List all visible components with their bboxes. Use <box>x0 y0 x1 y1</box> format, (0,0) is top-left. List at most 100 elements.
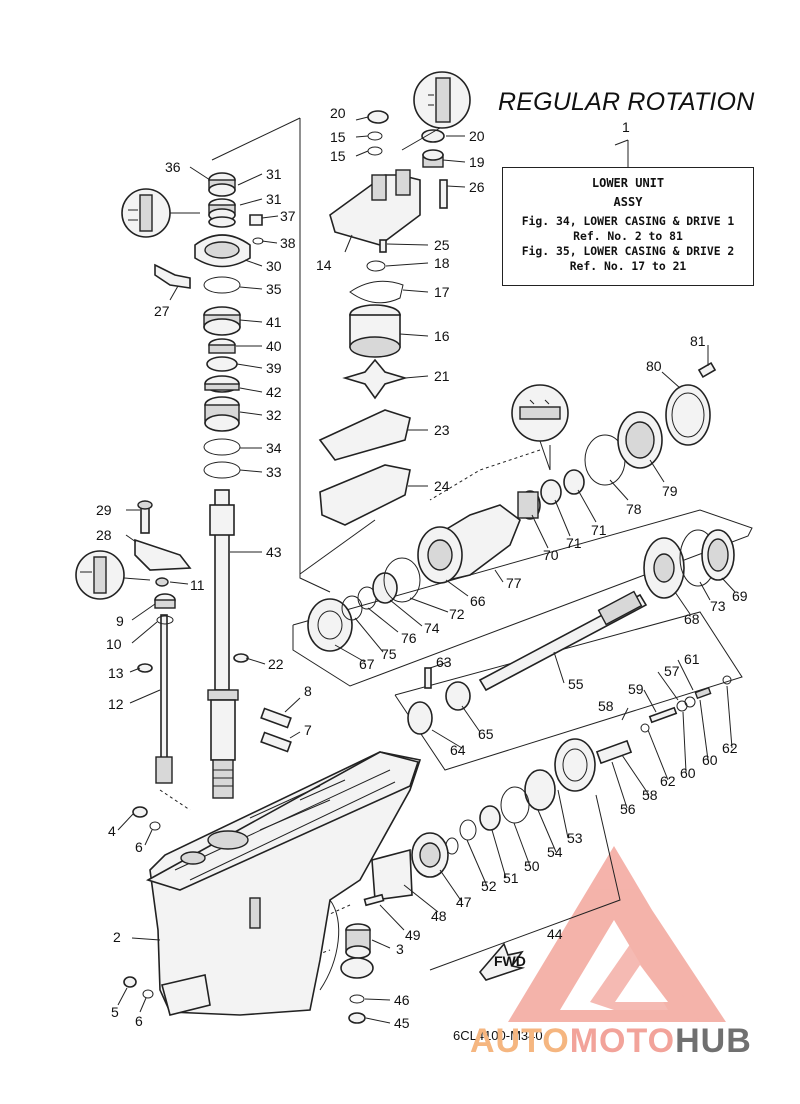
part-label: 41 <box>266 314 282 330</box>
part-label: 26 <box>469 179 485 195</box>
part-label: 31 <box>266 166 282 182</box>
shift-rod <box>155 614 173 784</box>
part-label: 44 <box>547 926 563 942</box>
part-label: 66 <box>470 593 486 609</box>
reference-box: LOWER UNIT ASSY Fig. 34, LOWER CASING & … <box>502 167 754 286</box>
part-label: 17 <box>434 284 450 300</box>
part-label: 25 <box>434 237 450 253</box>
part-label: 77 <box>506 575 522 591</box>
part-label: 3 <box>396 941 404 957</box>
part-label: 35 <box>266 281 282 297</box>
part-label: 6 <box>135 839 143 855</box>
part-label: 33 <box>266 464 282 480</box>
part-label: 69 <box>732 588 748 604</box>
page-title: REGULAR ROTATION <box>498 88 755 116</box>
watermark-text: AUTOMOTOHUB <box>470 1022 752 1061</box>
part-label: 13 <box>108 665 124 681</box>
part-label: 58 <box>598 698 614 714</box>
part-label: 10 <box>106 636 122 652</box>
part-label: 65 <box>478 726 494 742</box>
reference-number: 1 <box>622 119 630 135</box>
part-label: 32 <box>266 407 282 423</box>
watermark-part: MOTO <box>569 1022 676 1060</box>
part-label: 7 <box>304 722 312 738</box>
part-label: 27 <box>154 303 170 319</box>
watermark-triangle-logo <box>508 846 726 1022</box>
part-label: 46 <box>394 992 410 1008</box>
part-label: 73 <box>710 598 726 614</box>
part-label: 30 <box>266 258 282 274</box>
part-label: 51 <box>503 870 519 886</box>
part-number-labels: 2 3 4 5 6 6 7 8 9 10 11 12 13 14 15 15 1… <box>96 105 748 1031</box>
reference-line: Fig. 34, LOWER CASING & DRIVE 1 <box>521 214 735 228</box>
part-label: 47 <box>456 894 472 910</box>
diagram-code: 6CL4100-M340 <box>453 1028 543 1043</box>
part-label: 29 <box>96 502 112 518</box>
part-label: 4 <box>108 823 116 839</box>
part-label: 38 <box>280 235 296 251</box>
propeller-shaft-assembly <box>307 361 735 1024</box>
part-label: 75 <box>381 646 397 662</box>
drive-shaft-stack <box>194 172 251 479</box>
part-label: 49 <box>405 927 421 943</box>
part-label: 60 <box>680 765 696 781</box>
part-label: 34 <box>266 440 282 456</box>
part-label: 79 <box>662 483 678 499</box>
part-label: 18 <box>434 255 450 271</box>
part-label: 57 <box>664 663 680 679</box>
part-label: 19 <box>469 154 485 170</box>
part-label: 64 <box>450 742 466 758</box>
part-label: 53 <box>567 830 583 846</box>
part-label: 71 <box>566 535 582 551</box>
part-label: 6 <box>135 1013 143 1029</box>
part-label: 74 <box>424 620 440 636</box>
part-label: 48 <box>431 908 447 924</box>
reference-line: Ref. No. 17 to 21 <box>569 259 687 273</box>
part-label: 31 <box>266 191 282 207</box>
part-label: 58 <box>642 787 658 803</box>
part-label: 8 <box>304 683 312 699</box>
drive-shaft <box>207 489 239 799</box>
part-label: 56 <box>620 801 636 817</box>
part-label: 11 <box>190 577 205 593</box>
part-label: 20 <box>330 105 346 121</box>
part-label: 70 <box>543 547 559 563</box>
part-label: 76 <box>401 630 417 646</box>
part-label: 67 <box>359 656 375 672</box>
fwd-label: FWD <box>494 953 526 969</box>
detail-callout-circles <box>75 71 569 600</box>
part-label: 37 <box>280 208 296 224</box>
part-label: 22 <box>268 656 284 672</box>
part-label: 39 <box>266 360 282 376</box>
reference-subtitle: ASSY <box>613 195 643 209</box>
lower-casing <box>145 751 422 1016</box>
reference-line: Ref. No. 2 to 81 <box>573 229 683 243</box>
part-label: 62 <box>722 740 738 756</box>
part-label: 54 <box>547 844 563 860</box>
part-label: 52 <box>481 878 497 894</box>
part-label: 43 <box>266 544 282 560</box>
part-label: 9 <box>116 613 124 629</box>
part-label: 28 <box>96 527 112 543</box>
water-pump-parts <box>318 110 448 526</box>
leader-lines <box>117 116 736 1024</box>
part-label: 15 <box>330 148 346 164</box>
part-label: 23 <box>434 422 450 438</box>
part-label: 45 <box>394 1015 410 1031</box>
part-label: 40 <box>266 338 282 354</box>
part-label: 36 <box>165 159 181 175</box>
reference-line: Fig. 35, LOWER CASING & DRIVE 2 <box>521 244 735 258</box>
part-label: 21 <box>434 368 450 384</box>
part-label: 81 <box>690 333 706 349</box>
part-label: 55 <box>568 676 584 692</box>
watermark-part: HUB <box>675 1022 752 1060</box>
part-label: 62 <box>660 773 676 789</box>
part-label: 5 <box>111 1004 119 1020</box>
part-label: 63 <box>436 654 452 670</box>
part-label: 60 <box>702 752 718 768</box>
part-label: 80 <box>646 358 662 374</box>
part-label: 50 <box>524 858 540 874</box>
part-label: 68 <box>684 611 700 627</box>
part-label: 20 <box>469 128 485 144</box>
